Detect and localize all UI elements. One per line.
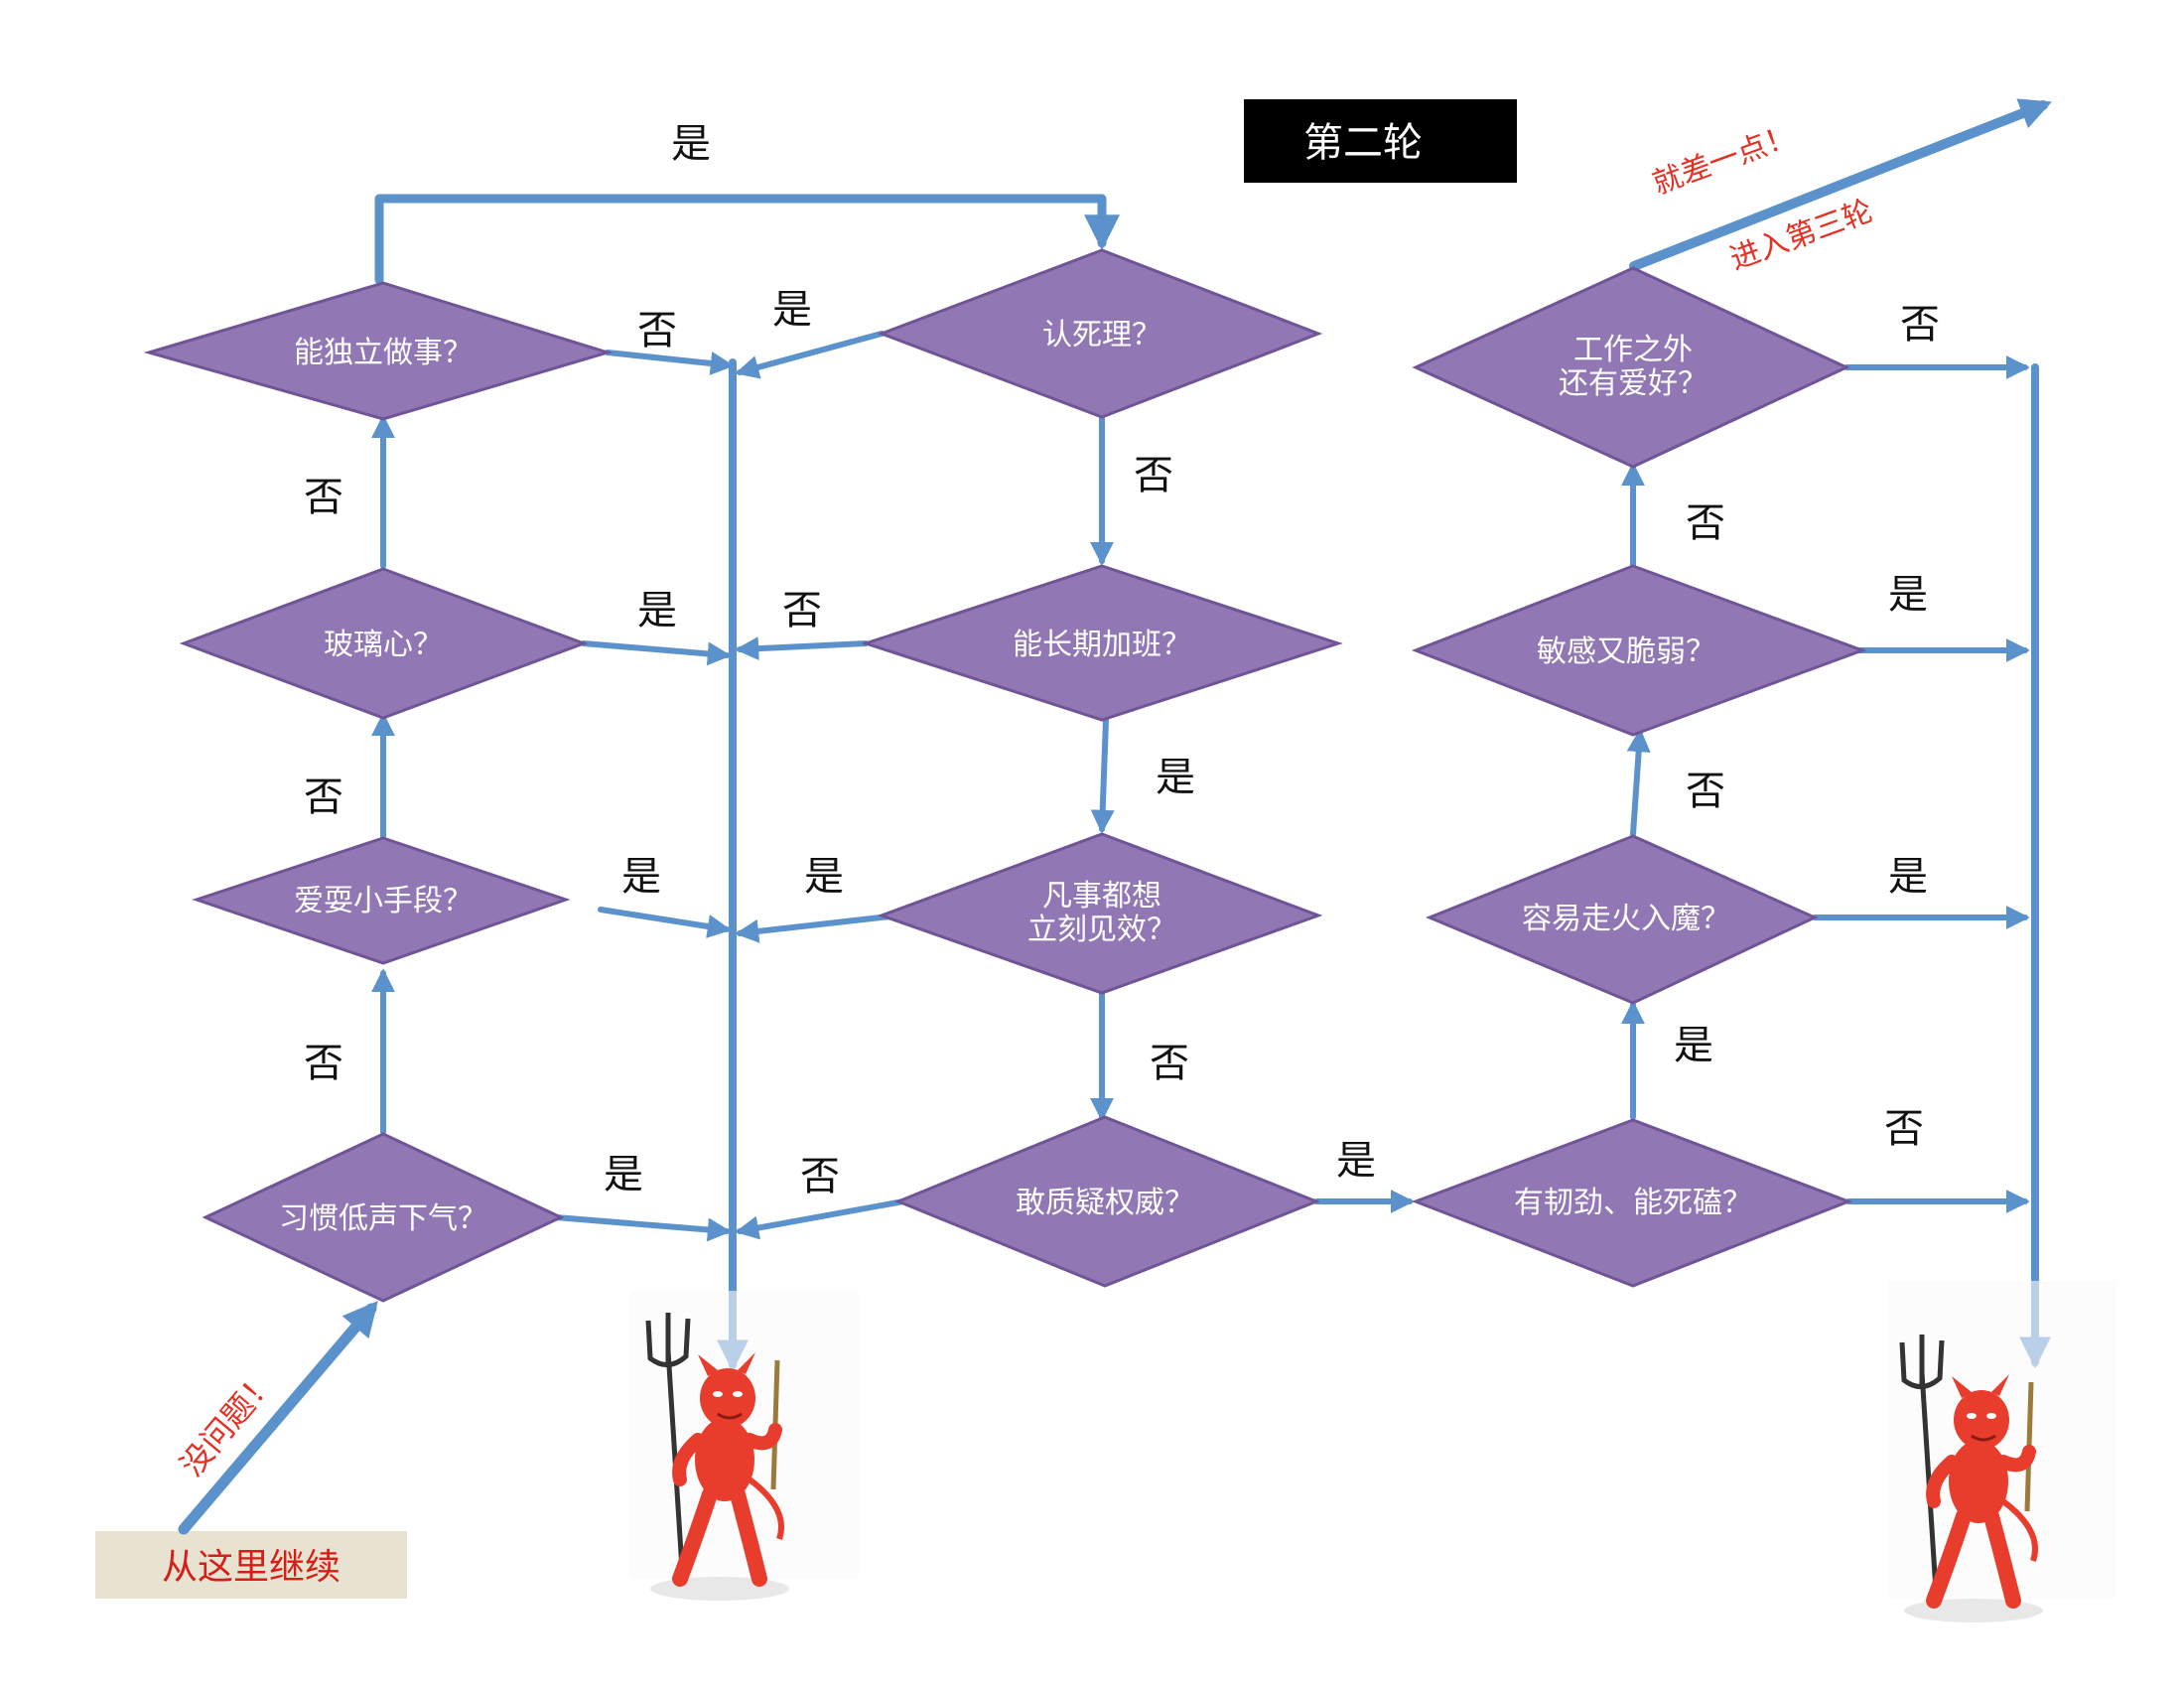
label-overtime-no: 否: [782, 588, 822, 633]
label-authority-no: 否: [800, 1154, 840, 1199]
node-question-authority: [894, 1115, 1321, 1288]
label-left-no-2: 否: [304, 774, 343, 820]
label-independent-yes: 是: [671, 121, 711, 167]
arrow-stubborn-yes: [735, 331, 885, 379]
node-instant-results: [877, 832, 1323, 995]
node-instant-results-text-2: 立刻见效？: [1027, 913, 1176, 947]
node-independent: [143, 281, 614, 421]
arrow-instant-yes: [735, 913, 901, 943]
annotation-no-problem: 没问题！: [173, 1362, 283, 1483]
label-glass-yes: 是: [637, 588, 677, 633]
label-instant-yes: 是: [804, 854, 844, 900]
arrow-tricks-yes: [598, 907, 732, 938]
node-question-authority-text: 敢质疑权威？: [1016, 1186, 1194, 1220]
node-petty-tricks: [192, 836, 571, 965]
node-tenacious-text: 有韧劲、能死磕？: [1514, 1186, 1752, 1220]
edge-labels: 是 否 是 否 否 是 否 否 是 是 是 否 否 是 否 是 是 否 是 否 …: [304, 121, 1940, 1199]
label-tricks-yes: 是: [621, 854, 661, 900]
arrow-authority-no: [735, 1198, 906, 1240]
node-hobbies: [1412, 266, 1850, 469]
node-glass-heart-text: 玻璃心？: [324, 628, 443, 662]
node-long-overtime-text: 能长期加班？: [1013, 628, 1191, 662]
start-box: [95, 1531, 407, 1599]
label-obsessed-no: 否: [1686, 769, 1725, 814]
label-sensitive-yes: 是: [1888, 572, 1928, 618]
label-hobbies-no: 否: [1900, 302, 1940, 348]
node-long-overtime: [861, 564, 1343, 722]
label-stubborn-no: 否: [1134, 453, 1173, 498]
label-sensitive-no: 否: [1686, 500, 1725, 546]
connectors: [178, 98, 2052, 1535]
node-instant-results-text-1: 凡事都想: [1042, 879, 1161, 914]
node-sensitive-fragile-text: 敏感又脆弱？: [1537, 634, 1715, 669]
label-low-voice-yes: 是: [604, 1152, 643, 1197]
annotation-almost-there: 就差一点！: [1648, 118, 1800, 202]
start-label: 从这里继续: [162, 1547, 341, 1588]
label-left-no-1: 否: [304, 475, 343, 520]
arrow-start: [178, 1300, 378, 1535]
arrow-glass-yes: [581, 640, 732, 666]
node-hobbies-text-1: 工作之外: [1573, 333, 1693, 367]
label-obsessed-yes: 是: [1888, 854, 1928, 900]
node-glass-heart: [179, 567, 589, 720]
node-stubborn: [877, 248, 1323, 419]
node-habit-low-voice: [202, 1132, 565, 1303]
node-habit-low-voice-text: 习惯低声下气？: [279, 1201, 487, 1236]
node-petty-tricks-text: 爱耍小手段？: [294, 884, 473, 918]
node-tenacious: [1411, 1118, 1853, 1288]
node-obsessed: [1426, 834, 1819, 1005]
label-instant-no: 否: [1150, 1041, 1189, 1086]
node-sensitive-fragile: [1411, 564, 1867, 737]
label-left-no-3: 否: [304, 1041, 343, 1086]
arrow-to-round-three: [1629, 98, 2052, 271]
arrow-low-voice-yes: [553, 1214, 732, 1242]
node-stubborn-text: 认死理？: [1042, 318, 1161, 352]
label-overtime-yes: 是: [1156, 755, 1195, 800]
arrow-independent-no: [605, 350, 735, 375]
label-stubborn-yes: 是: [772, 287, 812, 333]
decision-nodes: [143, 248, 1867, 1303]
arrow-obsessed-no: [1626, 728, 1651, 837]
annotation-enter-round-three: 进入第三轮: [1725, 194, 1877, 277]
label-tenacious-yes: 是: [1674, 1023, 1713, 1068]
arrow-overtime-no: [735, 636, 869, 661]
label-tenacious-no: 否: [1884, 1106, 1924, 1152]
label-independent-no: 否: [637, 308, 677, 353]
round-title: 第二轮: [1303, 120, 1423, 166]
arrow-independent-yes: [374, 194, 1120, 285]
label-authority-yes: 是: [1336, 1138, 1376, 1184]
arrow-overtime-yes: [1090, 717, 1115, 834]
node-independent-text: 能独立做事？: [294, 336, 473, 370]
node-obsessed-text: 容易走火入魔？: [1522, 902, 1730, 936]
node-hobbies-text-2: 还有爱好？: [1559, 366, 1707, 401]
round-title-box: [1244, 99, 1517, 183]
